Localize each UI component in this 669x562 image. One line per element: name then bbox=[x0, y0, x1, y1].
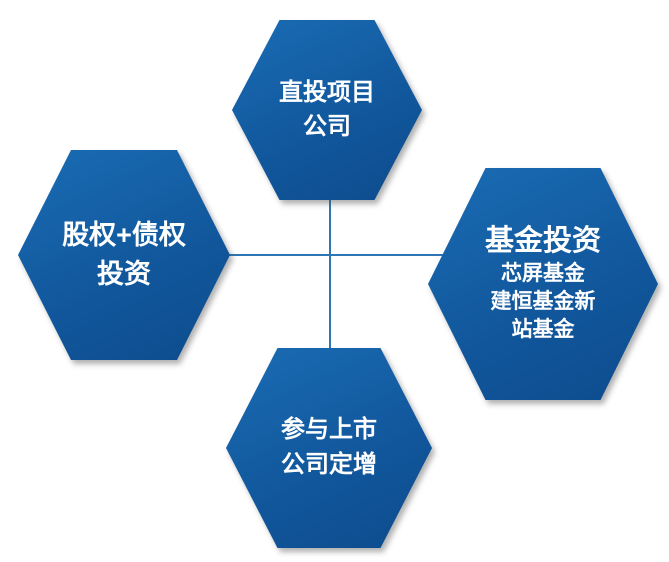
hexagon-direct-investment-shape: 直投项目 公司 bbox=[232, 20, 422, 200]
hexagon-equity-debt-investment: 股权+债权 投资 bbox=[18, 150, 230, 360]
hexagon-fund-investment-title: 基金投资 bbox=[484, 225, 601, 258]
connector-horizontal-line bbox=[124, 254, 544, 256]
hexagon-direct-investment-label-line2: 公司 bbox=[303, 113, 351, 140]
hexagon-equity-debt-investment-shape: 股权+债权 投资 bbox=[18, 150, 230, 360]
hexagon-direct-investment: 直投项目 公司 bbox=[232, 20, 422, 200]
hexagon-listed-company-label-line1: 参与上市 bbox=[281, 416, 377, 444]
hexagon-listed-company-label-line2: 公司定增 bbox=[281, 451, 377, 478]
hexagon-fund-investment: 基金投资 芯屏基金 建恒基金新 站基金 bbox=[428, 168, 658, 400]
hexagon-fund-investment-sub-line1: 芯屏基金 bbox=[501, 261, 585, 285]
hexagon-direct-investment-label-line1: 直投项目 bbox=[279, 79, 375, 107]
hexagon-fund-investment-sub-line3: 站基金 bbox=[511, 318, 575, 342]
hexagon-equity-debt-label-line1: 股权+债权 bbox=[62, 219, 186, 250]
hexagon-listed-company-placement-shape: 参与上市 公司定增 bbox=[226, 348, 432, 548]
hexagon-equity-debt-label-line2: 投资 bbox=[97, 259, 151, 289]
hexagon-listed-company-placement: 参与上市 公司定增 bbox=[226, 348, 432, 548]
connector-vertical-line bbox=[329, 110, 331, 448]
hexagon-fund-investment-shape: 基金投资 芯屏基金 建恒基金新 站基金 bbox=[428, 168, 658, 400]
hexagon-fund-investment-sub-line2: 建恒基金新 bbox=[490, 289, 596, 313]
